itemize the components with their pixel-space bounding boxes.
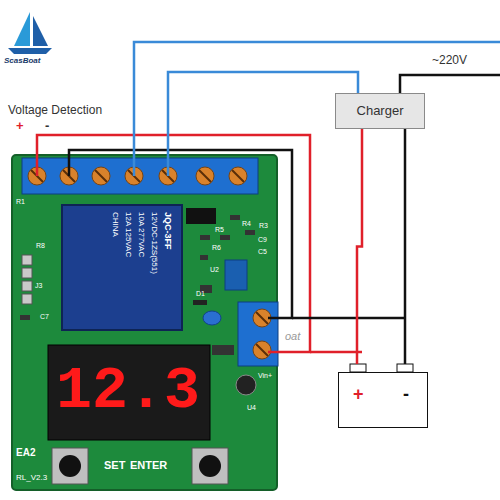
component-ref: J3 [35,282,42,290]
battery-terminal [397,364,413,372]
relay-marking: 10A 277VAC [136,212,145,257]
polarity-label: - [45,119,49,133]
button-label: SET [104,459,125,471]
button-label: ENTER [130,459,167,471]
watermark: oat [285,330,300,342]
component-ref: D1 [196,290,205,298]
node-text: + [353,385,364,405]
polarity-label: + [16,119,24,133]
charger-box: Charger [335,93,425,129]
component-ref: R1 [16,198,25,206]
voltage-label: ~220V [432,54,467,67]
trimmer-pot [225,260,247,290]
component-ref: U4 [247,404,256,412]
pcb-board [12,155,277,490]
wires [37,42,500,352]
board-marking: EA2 [16,447,35,458]
led-display [48,345,210,440]
logo-text: ScasBoat [4,57,40,66]
electrolytic-capacitor [236,375,256,395]
battery-terminal [350,364,366,372]
wire-connector [357,129,362,364]
board-marking: RL_V2.3 [16,474,47,483]
pin-header [22,255,32,304]
component-ref: C7 [40,313,49,321]
capacitor [203,311,221,325]
component-ref: R3 [259,222,268,230]
component-ref: R5 [215,226,224,234]
component-ref: R6 [212,244,221,252]
component-ref: R8 [36,242,45,250]
relay-marking: JQC-3FF [162,212,172,250]
red-wire [37,135,310,352]
display-digits: 12.3 [56,358,200,424]
component-ref: R4 [242,220,251,228]
relay-marking: CHINA [110,212,119,237]
wire-connector [404,129,407,364]
component-ref: C5 [258,248,267,256]
terminal-label: Vin+ [258,372,272,380]
terminal-block [22,158,258,194]
node-text: Charger [357,104,404,118]
jumper [186,208,216,224]
power-terminal [238,302,278,366]
node-text: - [403,385,409,405]
push-buttons [52,448,228,484]
relay-body [62,205,182,330]
relay-marking: 12VDC-1ZS(551) [149,212,158,274]
ic [212,345,234,355]
logo-boat [8,12,52,54]
diode [193,300,207,305]
component-ref: C9 [258,236,267,244]
section-label: Voltage Detection [8,104,102,117]
component-ref: U2 [210,266,219,274]
relay-marking: 12A 125VAC [123,212,132,257]
battery-box: +- [338,372,428,428]
